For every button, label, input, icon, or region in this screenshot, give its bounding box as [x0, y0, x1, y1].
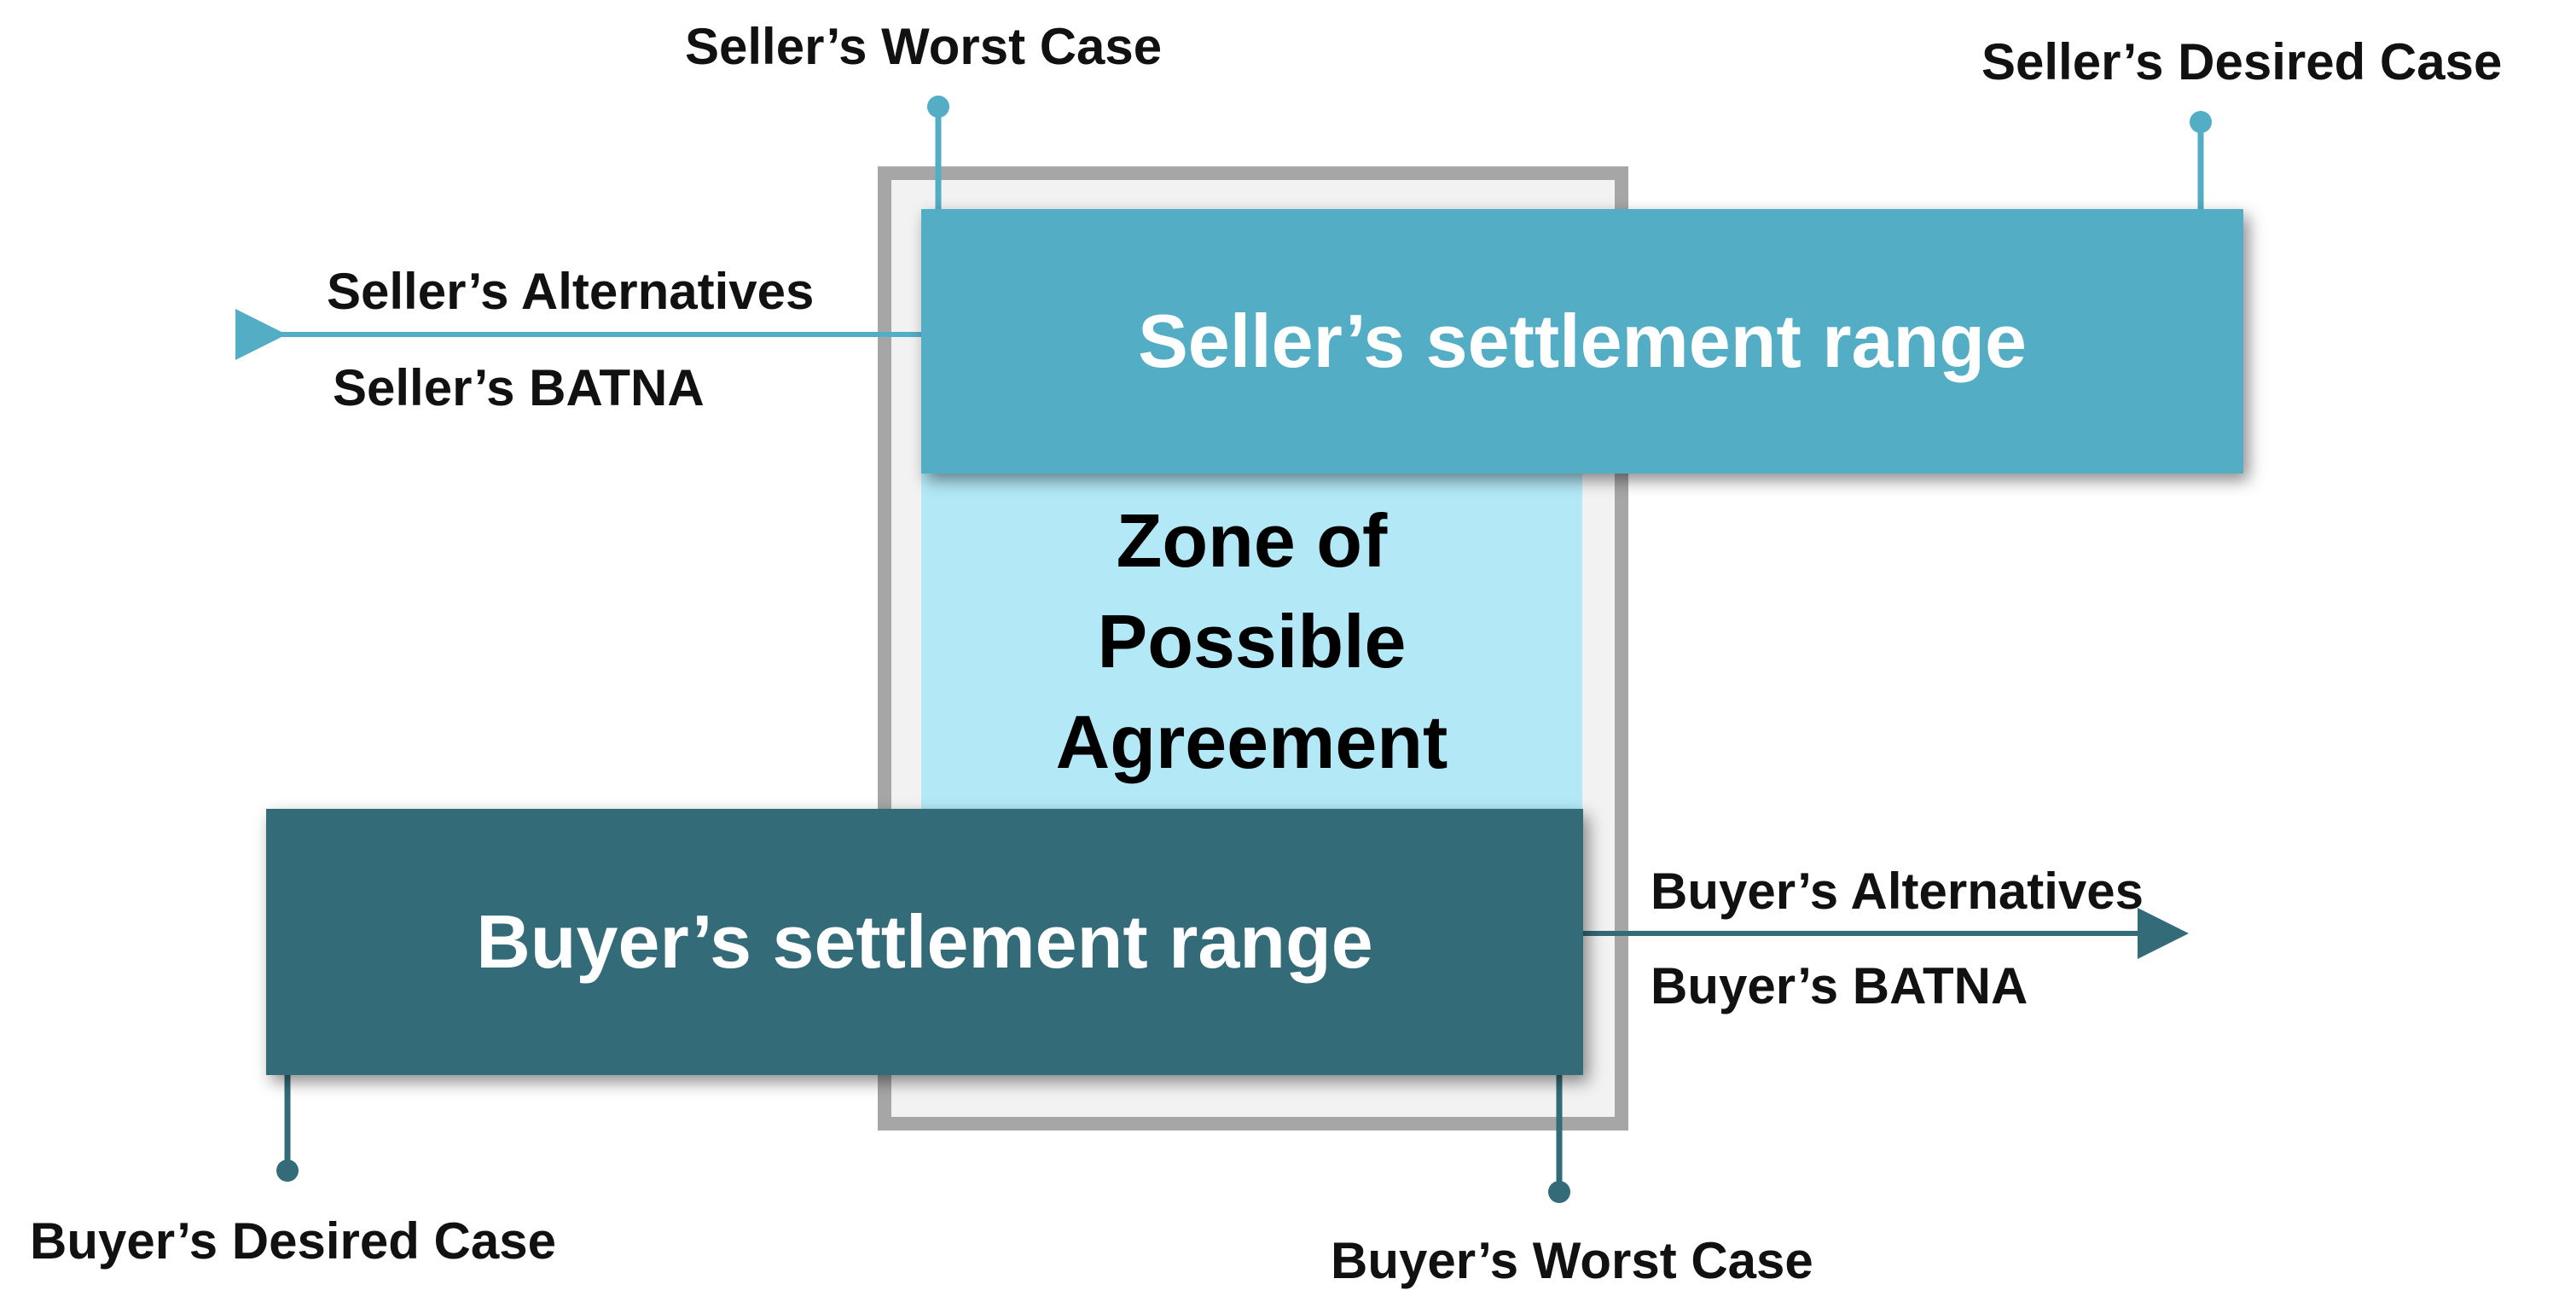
buyer-desired-case-pin	[276, 1073, 299, 1182]
seller-settlement-range-bar: Seller’s settlement range	[921, 209, 2243, 474]
seller-settlement-range-label: Seller’s settlement range	[1138, 299, 2027, 383]
buyer-worst-case-label: Buyer’s Worst Case	[1331, 1232, 1813, 1289]
buyer-alternatives-label: Buyer’s Alternatives	[1651, 863, 2144, 920]
seller-worst-case-label: Seller’s Worst Case	[685, 18, 1163, 75]
buyer-settlement-range-bar: Buyer’s settlement range	[266, 809, 1583, 1075]
seller-alternatives-label: Seller’s Alternatives	[327, 263, 815, 320]
seller-desired-case-pin	[2190, 111, 2212, 212]
zopa-label-line-1: Zone of	[1116, 498, 1388, 583]
zopa-area	[921, 465, 1582, 819]
seller-worst-case-pin	[927, 96, 949, 212]
zopa-label: Zone of Possible Agreement	[921, 491, 1582, 793]
zopa-label-line-3: Agreement	[1055, 700, 1448, 784]
buyer-batna-label: Buyer’s BATNA	[1651, 957, 2028, 1014]
buyer-desired-case-label: Buyer’s Desired Case	[30, 1212, 556, 1270]
zopa-label-line-2: Possible	[1097, 599, 1407, 683]
buyer-worst-case-pin	[1548, 1073, 1570, 1203]
seller-batna-label: Seller’s BATNA	[333, 359, 705, 416]
buyer-settlement-range-label: Buyer’s settlement range	[476, 899, 1373, 984]
seller-desired-case-label: Seller’s Desired Case	[1981, 33, 2503, 90]
